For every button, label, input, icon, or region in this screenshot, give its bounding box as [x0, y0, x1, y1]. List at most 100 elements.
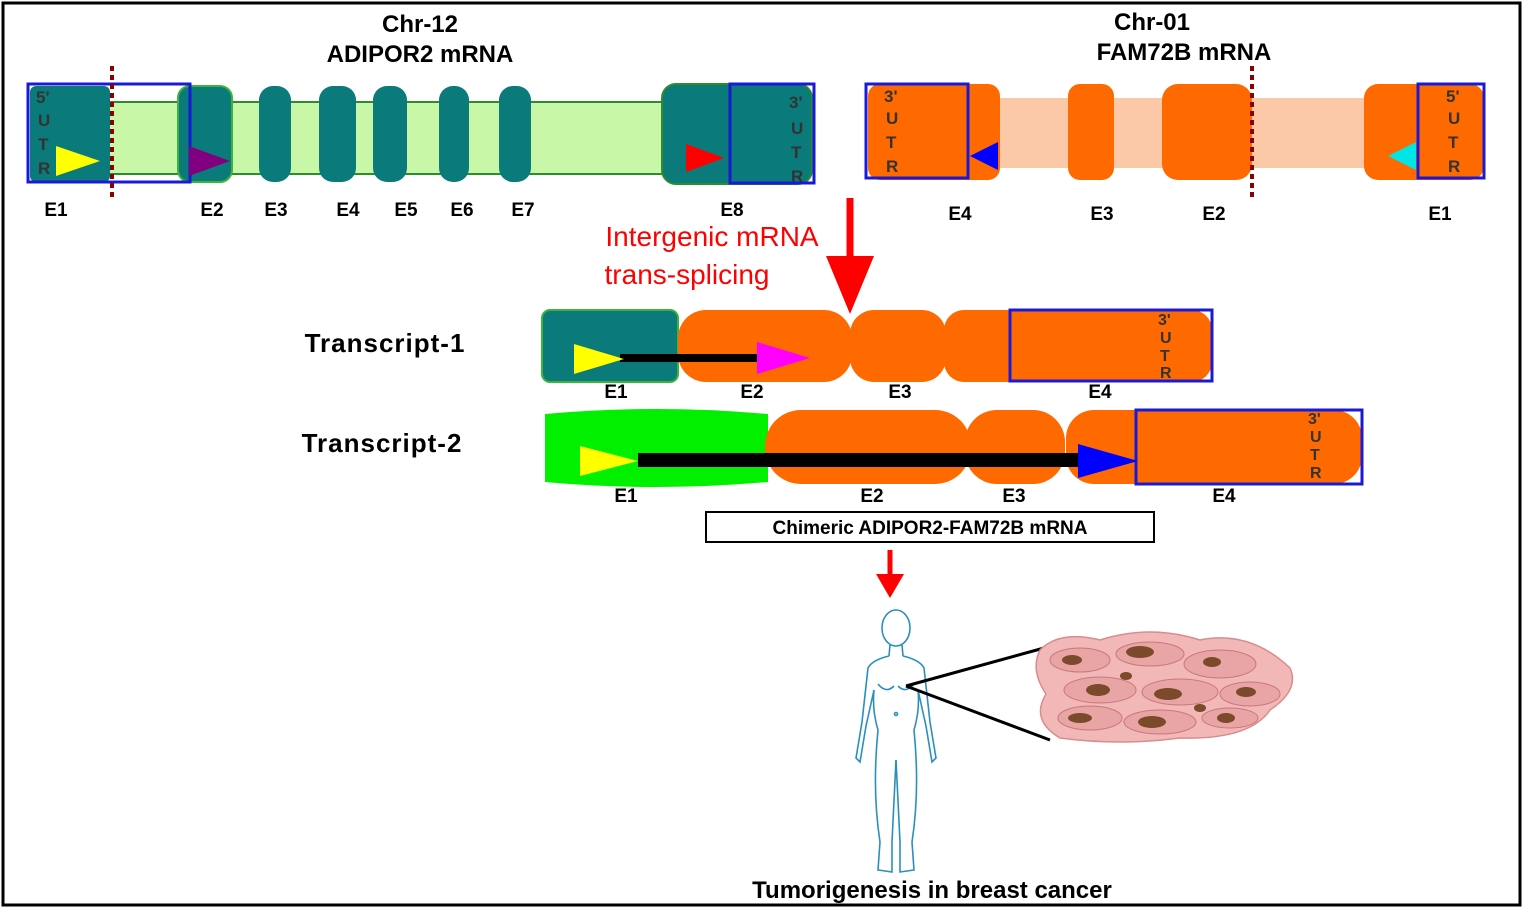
exon-label: E6	[450, 200, 473, 221]
transcript-2-exon-4	[1066, 410, 1362, 484]
transcript-1-3utr-char: 3'	[1158, 312, 1171, 329]
exon-label: E1	[1428, 204, 1452, 225]
transcript-2-3utr-char: U	[1310, 429, 1322, 446]
fam72b-gene: Chr-01 FAM72B mRNA 3' U T R 5' U T R E4 …	[864, 9, 1486, 225]
transcript-2-3utr-label: 3' U T R	[1308, 411, 1322, 482]
fam72b-3utr-char: 3'	[884, 87, 898, 106]
exon-label: E1	[614, 486, 638, 507]
fam72b-5utr-label: 5' U T R	[1446, 87, 1460, 176]
process-label-line1: Intergenic mRNA	[605, 221, 819, 252]
process-label-line2: trans-splicing	[605, 259, 770, 290]
fam72b-chromosome-label: Chr-01	[1114, 9, 1190, 36]
fam72b-5utr-char: T	[1448, 133, 1459, 152]
fam72b-exon-1	[1364, 84, 1484, 180]
exon-label: E3	[1090, 204, 1113, 225]
process-arrow-head	[826, 256, 874, 314]
zoom-line-top	[905, 646, 1045, 688]
exon-label: E2	[200, 200, 223, 221]
adipor2-gene-name: ADIPOR2 mRNA	[327, 41, 514, 68]
transcript-1-exon-3	[850, 310, 946, 382]
blue-arrowhead	[970, 142, 998, 170]
magenta-arrowhead	[757, 342, 810, 374]
transcript-2-3utr-box	[1134, 408, 1364, 486]
exon-label: E3	[264, 200, 287, 221]
adipor2-3utr-box	[728, 82, 816, 185]
exon-label: E2	[740, 382, 763, 403]
outcome-caption: Tumorigenesis in breast cancer	[752, 877, 1112, 904]
transcript-2-exon-1	[545, 409, 768, 487]
exon-label: E4	[336, 200, 360, 221]
fam72b-5utr-box	[1416, 82, 1486, 180]
breast-tumor-tissue	[1035, 631, 1294, 743]
fam72b-5utr-char: R	[1448, 157, 1460, 176]
fam72b-gene-name: FAM72B mRNA	[1097, 39, 1272, 66]
exon-label: E2	[860, 486, 883, 507]
fam72b-exon-labels: E4 E3 E2 E1	[948, 204, 1452, 225]
adipor2-5utr-char: 5'	[36, 88, 50, 107]
fam72b-3utr-char: U	[886, 109, 898, 128]
adipor2-exon-4	[319, 86, 356, 182]
transcript-1-exon-labels: E1 E2 E3 E4	[604, 382, 1112, 403]
exon-label: E3	[888, 382, 911, 403]
fam72b-3utr-char: T	[886, 133, 897, 152]
adipor2-5utr-char: R	[38, 159, 50, 178]
transcript-1-exon-1	[541, 309, 679, 383]
female-body-outline	[855, 609, 937, 873]
yellow-arrowhead	[574, 344, 624, 374]
outcome-arrow-head	[876, 574, 904, 598]
exon-label: E2	[1202, 204, 1225, 225]
yellow-arrowhead	[56, 146, 100, 176]
fam72b-exon-2	[1162, 84, 1252, 180]
transcript-1-3utr-char: T	[1160, 348, 1170, 365]
exon-label: E4	[1088, 382, 1112, 403]
transcript-1-exon-4	[944, 310, 1212, 382]
transcript-2-3utr-char: 3'	[1308, 411, 1321, 428]
fam72b-3utr-label: 3' U T R	[884, 87, 898, 176]
transcript-2-3utr-char: T	[1310, 447, 1320, 464]
exon-label: E4	[948, 204, 972, 225]
fam72b-5utr-char: 5'	[1446, 87, 1460, 106]
adipor2-5utr-char: T	[38, 135, 49, 154]
blue-arrowhead	[1078, 444, 1138, 478]
fam72b-exon-3	[1068, 84, 1114, 180]
exon-label: E1	[44, 200, 68, 221]
transcript-2-exon-3	[965, 410, 1065, 484]
exon-label: E4	[1212, 486, 1236, 507]
zoom-line-bottom	[905, 684, 1051, 742]
transcript-1-label: Transcript-1	[305, 328, 466, 358]
fam72b-3utr-char: R	[886, 157, 898, 176]
transcript-2-exon-2	[765, 410, 971, 484]
adipor2-5utr-box	[26, 82, 192, 184]
adipor2-3utr-label: 3' U T R	[789, 93, 803, 186]
adipor2-exon-6	[439, 86, 469, 182]
fam72b-5utr-char: U	[1448, 109, 1460, 128]
transcript-1-3utr-label: 3' U T R	[1158, 312, 1172, 382]
chimeric-label-text: Chimeric ADIPOR2-FAM72B mRNA	[773, 518, 1088, 539]
yellow-arrowhead	[580, 446, 638, 476]
exon-label: E3	[1002, 486, 1025, 507]
adipor2-exon-5	[373, 86, 407, 182]
adipor2-3utr-char: 3'	[789, 93, 803, 112]
transcript-2-3utr-char: R	[1310, 465, 1322, 482]
transcript-1-3utr-char: R	[1160, 365, 1172, 382]
purple-arrowhead	[189, 146, 230, 176]
transcript-2-label: Transcript-2	[302, 428, 463, 458]
adipor2-5utr-label: 5' U T R	[36, 88, 50, 178]
transcript-2: Transcript-2 3' U T R E1 E2 E3 E4	[302, 408, 1364, 507]
tissue-nuclei	[1062, 646, 1256, 728]
transcript-1: Transcript-1 3' U T R E1 E2 E3 E4	[305, 308, 1214, 403]
exon-label: E1	[604, 382, 628, 403]
transcript-1-3utr-box	[1008, 308, 1214, 383]
adipor2-3utr-char: U	[791, 119, 803, 138]
adipor2-3utr-char: T	[791, 143, 802, 162]
adipor2-exon-7	[499, 86, 531, 182]
adipor2-5utr-char: U	[38, 111, 50, 130]
chimeric-mrna-label: Chimeric ADIPOR2-FAM72B mRNA	[705, 511, 1155, 543]
cyan-arrowhead	[1388, 142, 1416, 170]
red-arrowhead	[686, 144, 724, 172]
exon-label: E5	[394, 200, 418, 221]
adipor2-3utr-char: R	[791, 167, 803, 186]
